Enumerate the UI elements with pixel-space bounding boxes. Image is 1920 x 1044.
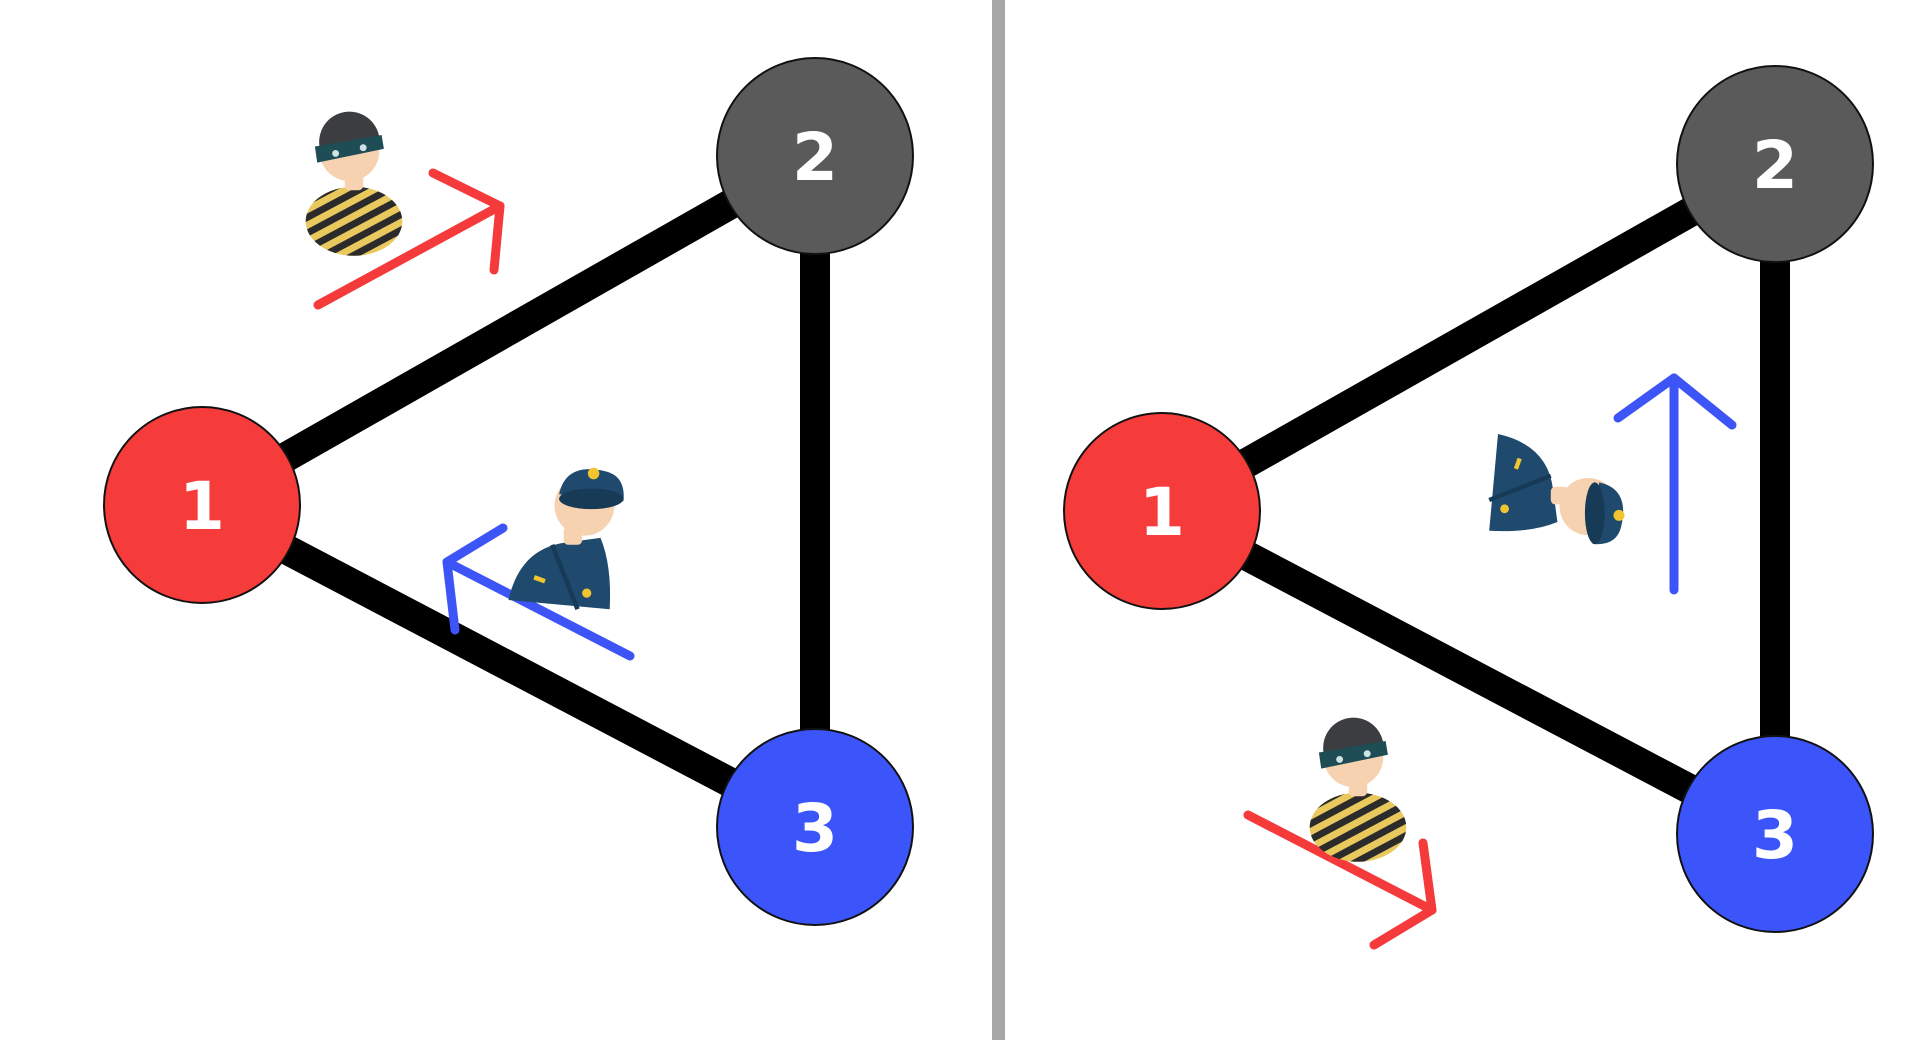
left-panel: 1 2 3 [103, 57, 914, 926]
left-node-3-circle [716, 728, 914, 926]
left-edge-1-2 [187, 141, 830, 520]
left-node-1: 1 [103, 406, 301, 604]
right-node-1-label: 1 [1139, 474, 1185, 551]
police-officer-icon [509, 468, 624, 609]
panel-divider [992, 0, 1005, 1040]
left-cop-move-arrow [442, 523, 635, 661]
right-node-2-circle [1676, 65, 1874, 263]
right-cop-move-arrow [1613, 373, 1737, 595]
left-edge-1-3 [187, 490, 830, 842]
right-node-2-label: 2 [1752, 127, 1798, 204]
right-edge-1-3 [1147, 496, 1790, 849]
left-node-2: 2 [716, 57, 914, 255]
right-edge-1-2 [1147, 149, 1790, 526]
right-panel: 1 2 3 [1063, 65, 1874, 950]
left-robber-move-arrow [313, 168, 505, 310]
right-node-3: 3 [1676, 735, 1874, 933]
right-node-1-circle [1063, 412, 1261, 610]
left-node-1-circle [103, 406, 301, 604]
right-node-3-label: 3 [1752, 797, 1798, 874]
left-node-2-label: 2 [792, 119, 838, 196]
right-node-1: 1 [1063, 412, 1261, 610]
right-robber-move-arrow [1243, 810, 1437, 950]
right-node-2: 2 [1676, 65, 1874, 263]
right-node-3-circle [1676, 735, 1874, 933]
left-node-1-label: 1 [179, 468, 225, 545]
left-node-3: 3 [716, 728, 914, 926]
left-node-3-label: 3 [792, 790, 838, 867]
police-officer-icon [1489, 434, 1624, 544]
robber-icon [273, 112, 451, 283]
left-node-2-circle [716, 57, 914, 255]
